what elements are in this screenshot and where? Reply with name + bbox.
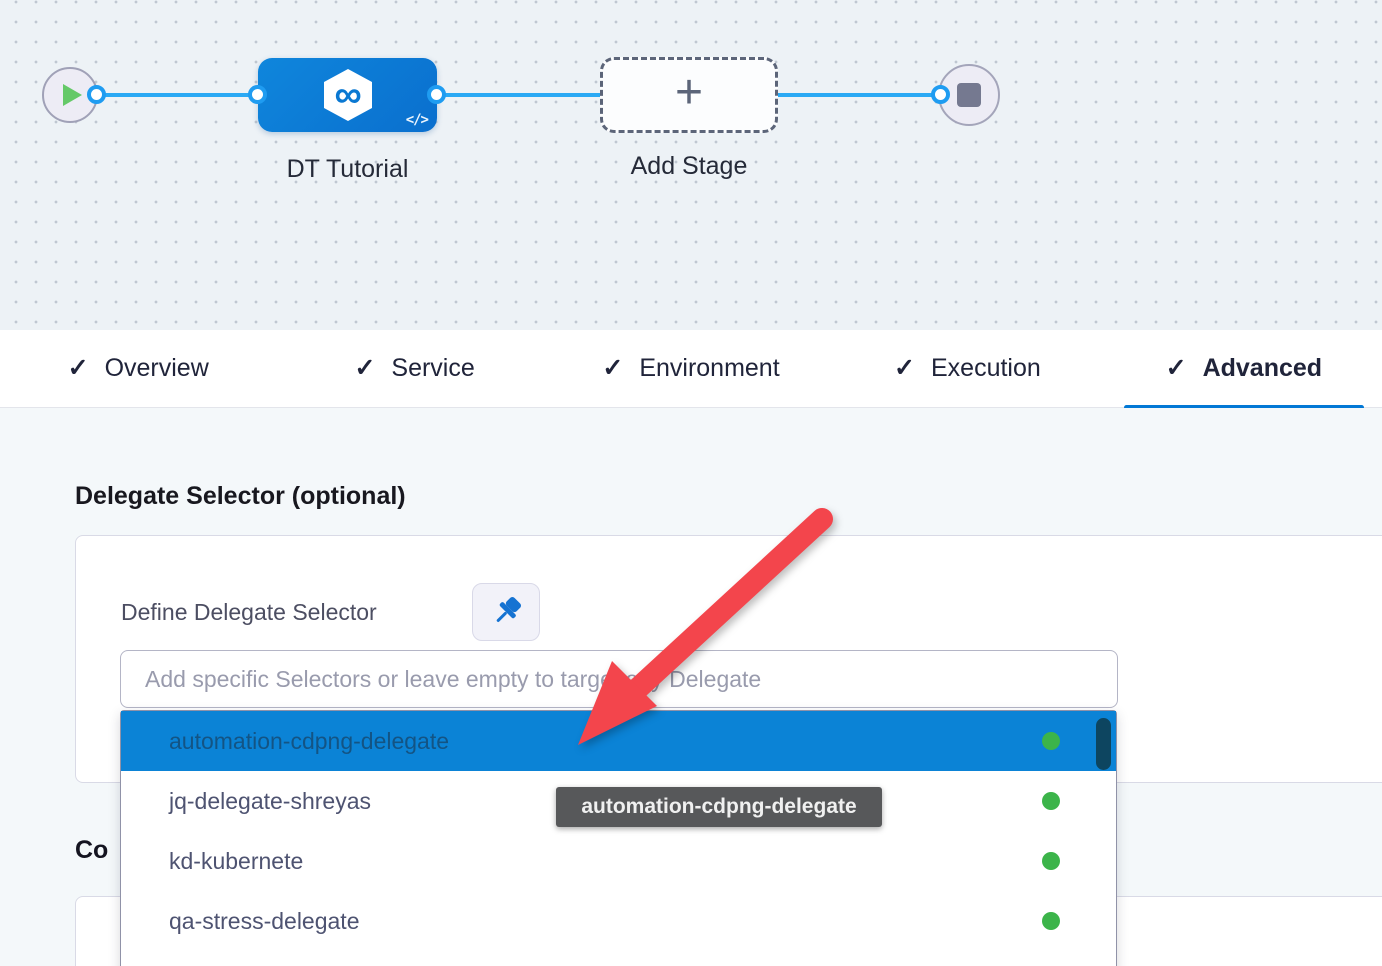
stage-node-dt-tutorial[interactable]: ∞ </> bbox=[258, 58, 437, 132]
stage-label: DT Tutorial bbox=[286, 155, 409, 183]
delegate-selector-input[interactable] bbox=[120, 650, 1118, 708]
tab-execution[interactable]: ✓ Execution bbox=[894, 353, 1041, 383]
connector-port bbox=[931, 85, 950, 104]
delegate-selector-heading: Delegate Selector (optional) bbox=[75, 482, 406, 510]
connected-status-icon bbox=[1042, 852, 1060, 870]
check-icon: ✓ bbox=[354, 353, 376, 382]
tab-advanced[interactable]: ✓ Advanced bbox=[1106, 330, 1382, 410]
dropdown-option[interactable]: automation-cdpng-delegate bbox=[121, 711, 1116, 771]
advanced-tab-panel: Delegate Selector (optional) Define Dele… bbox=[0, 408, 1382, 966]
dropdown-scrollbar-thumb[interactable] bbox=[1096, 718, 1111, 770]
dropdown-option[interactable]: qa-stress-delegate bbox=[121, 891, 1116, 951]
dropdown-option[interactable]: jq-delegate-shreyas bbox=[121, 771, 1116, 831]
add-stage-label: Add Stage bbox=[630, 152, 748, 180]
connected-status-icon bbox=[1042, 912, 1060, 930]
tab-overview[interactable]: ✓ Overview bbox=[67, 353, 209, 383]
check-icon: ✓ bbox=[1165, 353, 1187, 382]
partial-section-heading: Co bbox=[75, 836, 109, 864]
stop-icon bbox=[957, 83, 981, 107]
check-icon: ✓ bbox=[67, 353, 89, 382]
pipeline-canvas[interactable]: ∞ </> DT Tutorial + Add Stage bbox=[0, 0, 1382, 330]
connector-port bbox=[248, 85, 267, 104]
play-icon bbox=[63, 84, 82, 106]
pipeline-connector-line bbox=[70, 93, 948, 97]
tab-environment[interactable]: ✓ Environment bbox=[602, 353, 780, 383]
connector-port bbox=[87, 85, 106, 104]
add-stage-button[interactable]: + bbox=[600, 57, 778, 133]
dropdown-option[interactable]: kd-kubernete bbox=[121, 831, 1116, 891]
connected-status-icon bbox=[1042, 792, 1060, 810]
harness-cd-hexagon-icon: ∞ bbox=[324, 69, 372, 121]
connector-port bbox=[427, 85, 446, 104]
pin-icon bbox=[486, 592, 526, 632]
connected-status-icon bbox=[1042, 732, 1060, 750]
plus-icon: + bbox=[674, 66, 704, 119]
delegate-tooltip: automation-cdpng-delegate bbox=[556, 787, 882, 827]
stage-config-tabbar: ✓ Overview ✓ Service ✓ Environment ✓ Exe… bbox=[0, 330, 1382, 410]
check-icon: ✓ bbox=[894, 353, 915, 382]
delegate-dropdown: automation-cdpng-delegate jq-delegate-sh… bbox=[120, 710, 1117, 966]
define-delegate-selector-label: Define Delegate Selector bbox=[121, 599, 377, 625]
check-icon: ✓ bbox=[602, 353, 624, 382]
code-icon: </> bbox=[405, 112, 429, 128]
pin-toggle-button[interactable] bbox=[472, 583, 540, 641]
tab-service[interactable]: ✓ Service bbox=[354, 353, 475, 383]
active-tab-underline bbox=[1123, 405, 1364, 410]
infinity-icon: ∞ bbox=[334, 74, 362, 116]
